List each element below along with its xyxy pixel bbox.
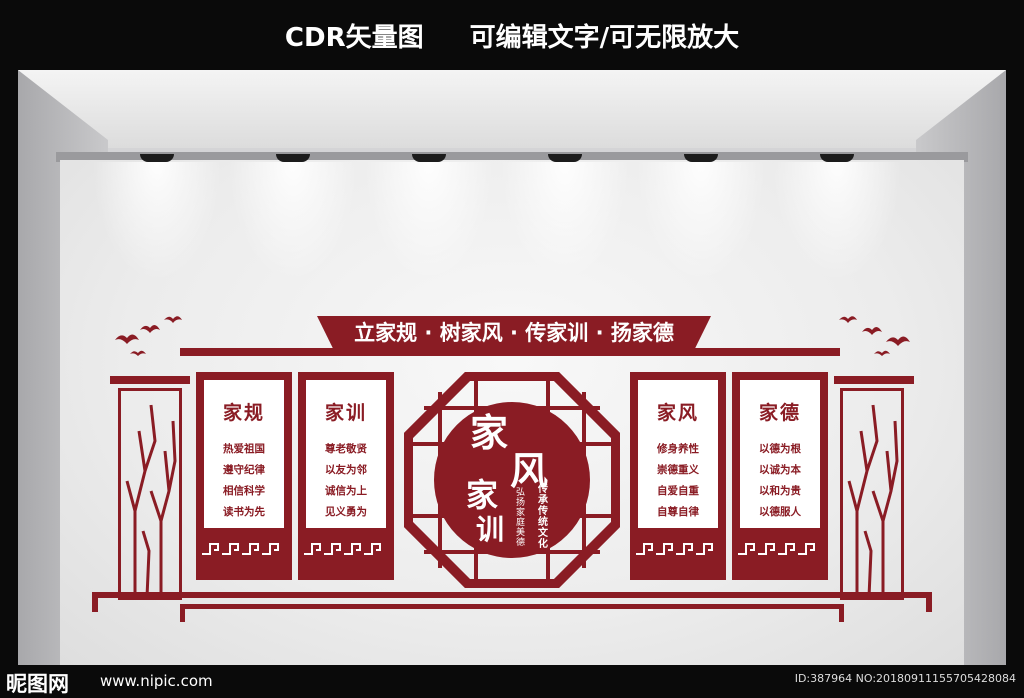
panel-line: 崇德重义 [657,464,699,476]
panel-inner: 家规 热爱祖国 遵守纪律 相信科学 读书为先 [204,380,284,528]
panel-jiaxun: 家训 尊老敬贤 以友为邻 诚信为上 见义勇为 [298,372,394,580]
spotlight-icon [684,154,718,162]
roof-eave [180,348,840,356]
panel-line: 自尊自律 [657,506,699,518]
panel-line: 诚信为上 [325,485,367,497]
panel-inner: 家训 尊老敬贤 以友为邻 诚信为上 见义勇为 [306,380,386,528]
panel-line: 热爱祖国 [223,443,265,455]
spotlight-icon [412,154,446,162]
panel-line: 以德服人 [759,506,801,518]
tree-icon [125,404,177,598]
seal-char-1: 家 [470,410,509,455]
panel-line: 以德为根 [759,443,801,455]
base-rail-upper [92,592,932,598]
panel-jiafeng: 家风 修身养性 崇德重义 自爱自重 自尊自律 [630,372,726,580]
panel-title: 家规 [222,402,265,424]
panel-title: 家训 [324,402,367,424]
spotlight-icon [548,154,582,162]
right-column-cap [834,376,914,384]
panel-line: 尊老敬贤 [325,443,367,455]
fret-pattern [636,543,713,555]
spotlight-icon [140,154,174,162]
birds-left-icon [115,316,182,356]
seal-char-3: 家 [466,476,499,514]
right-tree-lattice [840,388,904,600]
watermark-id: ID:387964 NO:20180911155705428084 [794,672,1016,685]
seal-circle [434,402,590,558]
feature-label: 可编辑文字/可无限放大 [469,22,740,53]
panel-line: 遵守纪律 [223,464,265,476]
base-rail-lower-left [180,604,185,622]
seal-char-2: 风 [510,448,549,493]
fret-pattern [304,543,381,555]
spotlight-icon [276,154,310,162]
seal-subtitle-2: 弘扬家庭美德 [516,488,526,548]
left-column-cap [110,376,190,384]
panel-line: 以诚为本 [759,464,801,476]
light-beam [500,162,630,282]
panel-line: 以和为贵 [759,485,801,497]
base-rail-lower-right [839,604,844,622]
panel-inner: 家德 以德为根 以诚为本 以和为贵 以德服人 [740,380,820,528]
panel-inner: 家风 修身养性 崇德重义 自爱自重 自尊自律 [638,380,718,528]
panel-line: 以友为邻 [325,464,367,476]
watermark-bar [0,665,1024,698]
left-tree-lattice [118,388,182,600]
panel-jiagui: 家规 热爱祖国 遵守纪律 相信科学 读书为先 [196,372,292,580]
top-banner: CDR矢量图 可编辑文字/可无限放大 [0,0,1024,70]
base-rail-right-end [926,592,932,612]
ceiling [18,70,1006,148]
seal-char-4: 训 [476,513,505,546]
light-beam [772,162,902,282]
panel-line: 修身养性 [657,443,699,455]
base-rail-lower [180,604,844,609]
fret-pattern [738,543,815,555]
panel-title: 家风 [656,402,699,424]
panel-title: 家德 [758,402,801,424]
center-octagon-lattice [404,372,620,588]
panel-line: 见义勇为 [325,506,367,518]
panel-line: 自爱自重 [657,485,699,497]
fret-pattern [202,543,279,555]
tagline-banner: 立家规 · 树家风 · 传家训 · 扬家德 [317,316,711,348]
birds-right-icon [839,316,910,356]
panel-line: 读书为先 [223,506,265,518]
light-beam [364,162,494,282]
tree-icon [847,404,899,598]
wall-top-frame [56,152,968,162]
panel-jiade: 家德 以德为根 以诚为本 以和为贵 以德服人 [732,372,828,580]
base-rail-left-end [92,592,98,612]
watermark-url: www.nipic.com [100,672,213,690]
light-beam [636,162,766,282]
panel-line: 相信科学 [223,485,265,497]
watermark-site-name: 昵图网 [6,672,69,696]
light-beam [228,162,358,282]
light-beam [92,162,222,282]
seal-subtitle-1: 传承传统文化 [538,484,548,550]
format-label: CDR矢量图 [284,22,424,53]
spotlight-icon [820,154,854,162]
